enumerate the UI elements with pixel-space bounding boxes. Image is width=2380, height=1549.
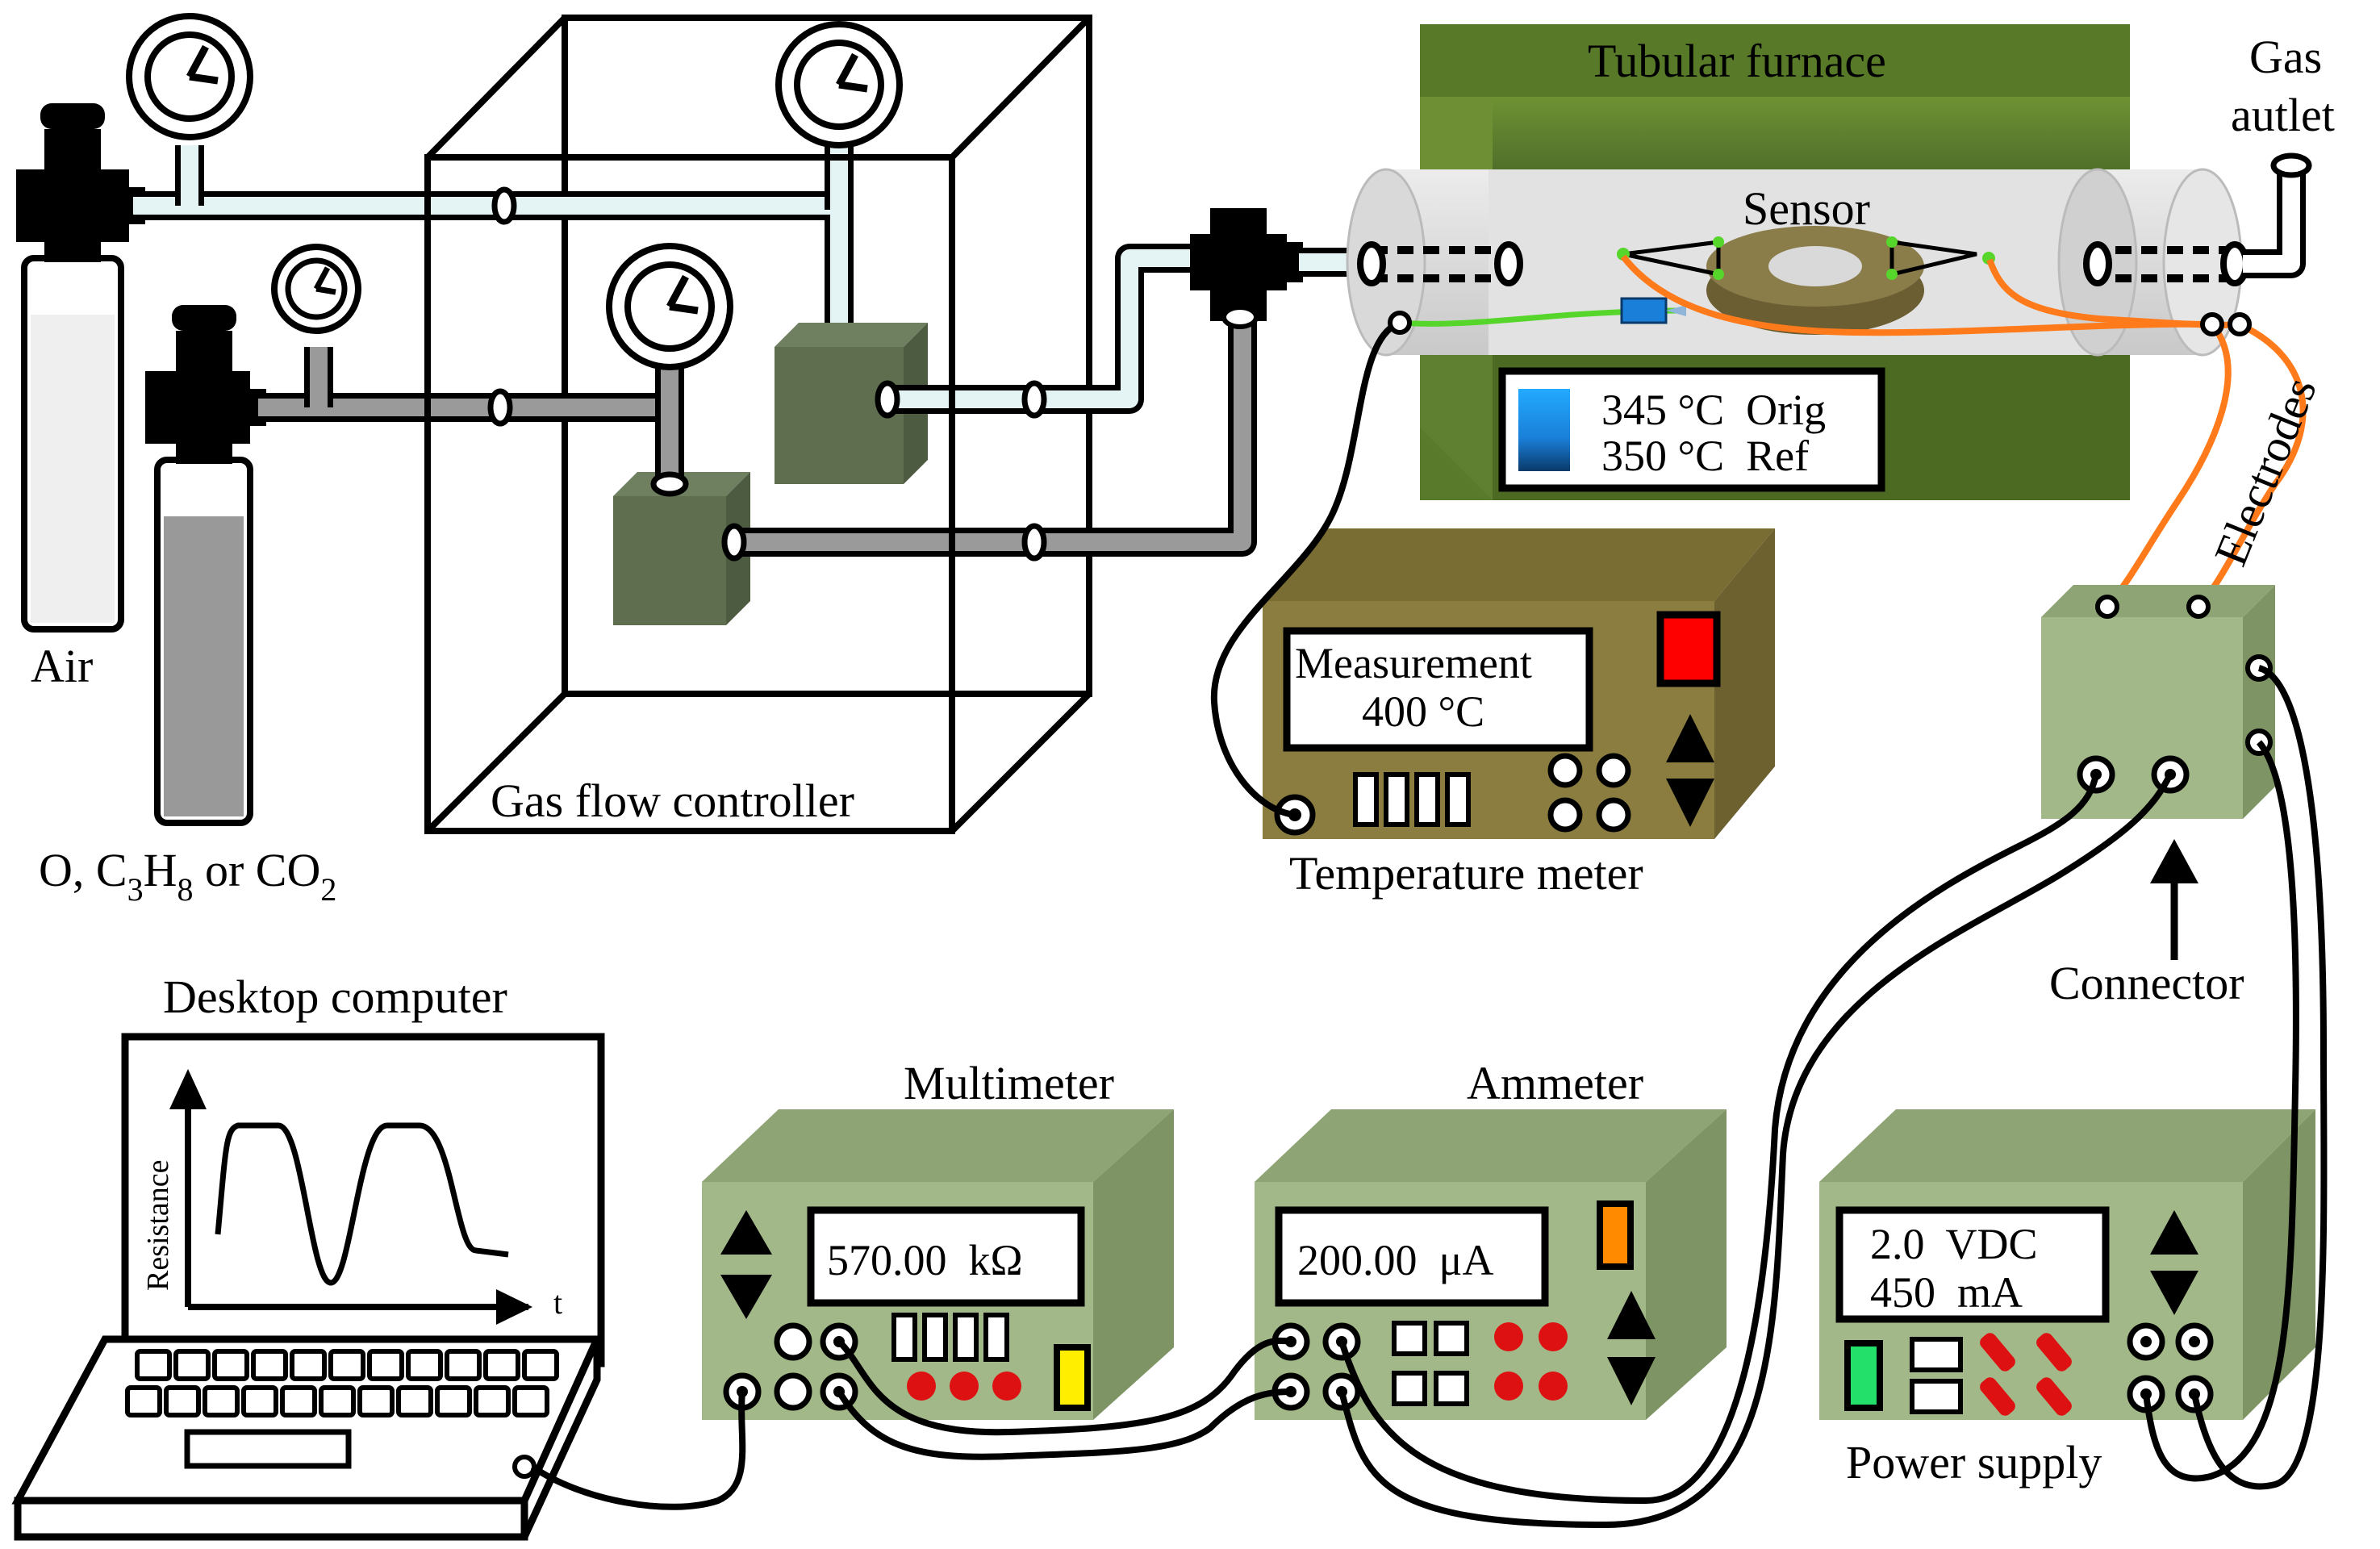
keyboard-key bbox=[125, 1385, 162, 1417]
air-outlet-line bbox=[875, 244, 1210, 419]
keyboard-key bbox=[522, 1349, 559, 1381]
tube-outlet-cap bbox=[2057, 168, 2249, 357]
test-gas-line bbox=[258, 347, 684, 484]
o-c3h8-co2-cylinder bbox=[145, 305, 266, 826]
desktop-computer bbox=[11, 1033, 605, 1541]
gas-outlet-label-line1: Gas bbox=[2249, 31, 2322, 83]
connector bbox=[2041, 585, 2275, 819]
ammeter-label: Ammeter bbox=[1467, 1057, 1643, 1109]
power-supply-display-line2: 450 mA bbox=[1870, 1268, 2023, 1317]
test-gas-outlet-line bbox=[721, 307, 1257, 562]
gas-cylinder-label: O, C3H8 or CO2 bbox=[39, 844, 336, 908]
keyboard-key bbox=[319, 1385, 356, 1417]
air-cylinder bbox=[16, 103, 145, 633]
keyboard-key bbox=[512, 1385, 549, 1417]
keyboard-key bbox=[290, 1349, 327, 1381]
temperature-meter-label: Temperature meter bbox=[1289, 847, 1643, 900]
multimeter bbox=[702, 1109, 1174, 1420]
tube-inlet-cap bbox=[1346, 168, 1523, 357]
temperature-meter-display-line1: Measurement bbox=[1295, 639, 1532, 687]
gas-outlet-pipe bbox=[2243, 152, 2312, 278]
multimeter-label: Multimeter bbox=[904, 1057, 1114, 1109]
multimeter-indicator bbox=[1054, 1344, 1091, 1411]
power-supply bbox=[1819, 1109, 2315, 1420]
gas-outlet-label-line2: autlet bbox=[2231, 89, 2335, 141]
keyboard-key bbox=[483, 1349, 520, 1381]
furnace-display bbox=[1498, 367, 1885, 492]
keyboard-key bbox=[474, 1385, 511, 1417]
electrode-port-1 bbox=[2200, 312, 2224, 336]
keyboard-key bbox=[203, 1385, 240, 1417]
thermocouple-cable bbox=[1210, 319, 1401, 818]
keyboard-key bbox=[396, 1385, 433, 1417]
keyboard-key bbox=[406, 1349, 443, 1381]
furnace-display-line2: 350 °C Ref bbox=[1601, 432, 1809, 480]
temperature-meter-indicator bbox=[1656, 611, 1721, 687]
keyboard-key bbox=[328, 1349, 365, 1381]
power-supply-label: Power supply bbox=[1846, 1436, 2102, 1488]
temperature-meter-display-line2: 400 °C bbox=[1362, 687, 1484, 736]
ammeter-indicator bbox=[1597, 1200, 1634, 1270]
electrode-port-2 bbox=[2228, 312, 2252, 336]
keyboard-key bbox=[357, 1385, 395, 1417]
keyboard-key bbox=[212, 1349, 249, 1381]
resistance-plot bbox=[169, 1069, 532, 1325]
sensor-label: Sensor bbox=[1743, 182, 1870, 235]
keyboard-key bbox=[164, 1385, 201, 1417]
gas-flow-controller-box-front bbox=[424, 154, 955, 834]
ammeter bbox=[1255, 1109, 1727, 1420]
keyboard-key bbox=[251, 1349, 288, 1381]
connector-arrow bbox=[2150, 839, 2198, 960]
keyboard-key bbox=[445, 1349, 482, 1381]
gas-flow-controller-box-back bbox=[425, 15, 1092, 833]
gas-mixing-valve bbox=[1190, 208, 1303, 329]
test-gas-pressure-gauge bbox=[271, 244, 361, 334]
test-gas-controller-gauge bbox=[606, 243, 733, 497]
gas-flow-controller-label: Gas flow controller bbox=[491, 774, 854, 827]
ammeter-display: 200.00 μA bbox=[1297, 1236, 1493, 1284]
keyboard-key bbox=[241, 1385, 278, 1417]
plot-y-axis-label: Resistance bbox=[141, 1159, 175, 1291]
thermocouple bbox=[1399, 297, 1686, 327]
keyboard-key bbox=[435, 1385, 472, 1417]
keyboard-key bbox=[135, 1349, 172, 1381]
plot-x-axis-label: t bbox=[553, 1284, 562, 1321]
desktop-computer-label: Desktop computer bbox=[163, 971, 507, 1023]
furnace-display-line1: 345 °C Orig bbox=[1601, 386, 1826, 434]
keyboard-key bbox=[173, 1349, 211, 1381]
power-supply-display-line1: 2.0 VDC bbox=[1870, 1220, 2038, 1268]
air-label: Air bbox=[31, 640, 93, 692]
air-controller-gauge bbox=[775, 21, 903, 148]
keyboard-key bbox=[280, 1385, 317, 1417]
multimeter-display: 570.00 kΩ bbox=[827, 1236, 1023, 1284]
tubular-furnace-label: Tubular furnace bbox=[1588, 35, 1886, 87]
air-pressure-gauge bbox=[126, 13, 253, 140]
connector-label: Connector bbox=[2049, 957, 2244, 1009]
furnace-indicator-light bbox=[1518, 389, 1570, 471]
thermocouple-port bbox=[1388, 311, 1412, 335]
power-supply-indicator bbox=[1844, 1340, 1883, 1411]
temperature-meter bbox=[1263, 528, 1775, 839]
air-gas-line bbox=[133, 105, 858, 360]
keyboard bbox=[125, 1349, 559, 1417]
keyboard-key bbox=[367, 1349, 404, 1381]
signal-cables bbox=[530, 665, 2328, 1529]
